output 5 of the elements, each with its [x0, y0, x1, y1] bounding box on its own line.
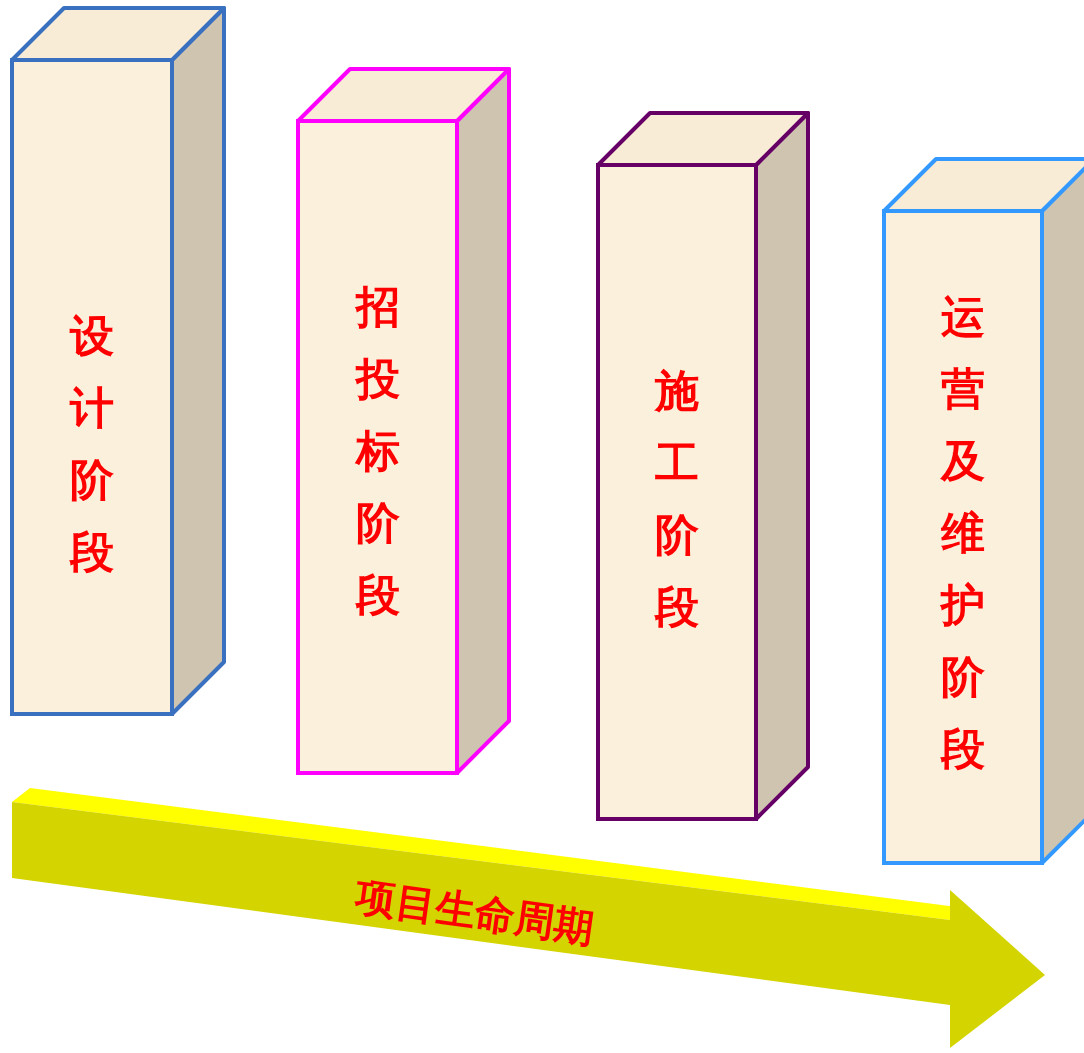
stage-label: 施工阶段 — [653, 364, 700, 634]
stage-label: 设计阶段 — [68, 309, 115, 579]
stage-label: 运营及维护阶段 — [939, 290, 986, 776]
stage-label: 招投标阶段 — [354, 280, 401, 622]
arrow-label: 项目生命周期 — [352, 871, 598, 954]
